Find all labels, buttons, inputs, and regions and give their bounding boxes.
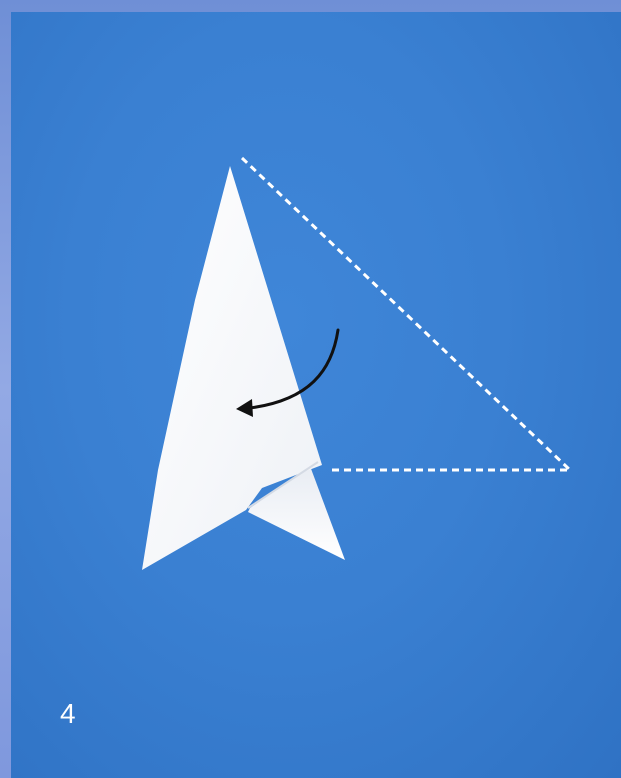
step-number: 4 [60,700,76,728]
